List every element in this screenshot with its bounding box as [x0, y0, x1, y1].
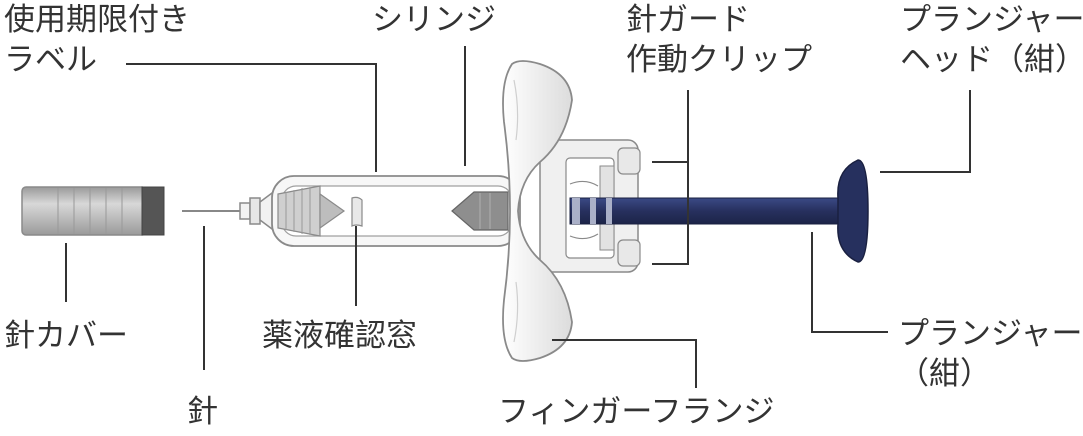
label-drug-window-line-1: 薬液確認窓: [262, 318, 417, 354]
label-needle-cover: 針カバー: [4, 316, 128, 356]
leader-plunger-head: [880, 90, 971, 173]
plunger-rod: [569, 197, 841, 225]
label-finger-flange-line-1: フィンガーフランジ: [498, 394, 775, 430]
label-plunger-rod-line-2: （紺）: [898, 356, 991, 392]
label-plunger-head-line-1: プランジャー: [900, 2, 1083, 38]
label-syringe-line-1: シリンジ: [372, 2, 496, 38]
syringe-barrel: [239, 175, 521, 247]
label-needle: 針: [187, 392, 218, 432]
needle-cover: [21, 186, 165, 236]
label-needle-guard-clip-line-1: 針ガード: [626, 2, 750, 38]
leader-finger-flange: [552, 339, 697, 388]
plunger-head: [837, 159, 869, 263]
leader-lines: [65, 46, 971, 388]
label-expiry-label-line-1: 使用期限付き: [4, 2, 190, 38]
label-expiry-label-line-2: ラベル: [4, 42, 97, 78]
label-plunger-head-line-2: ヘッド（紺）: [900, 42, 1083, 78]
label-plunger-rod-line-1: プランジャー: [898, 316, 1083, 352]
label-finger-flange: フィンガーフランジ: [498, 392, 775, 432]
label-expiry-label: 使用期限付き ラベル: [4, 0, 190, 80]
leader-needle-guard-clip: [652, 90, 689, 265]
label-needle-cover-line-1: 針カバー: [4, 318, 128, 354]
label-needle-line-1: 針: [187, 394, 218, 430]
label-plunger-head: プランジャー ヘッド（紺）: [900, 0, 1083, 80]
finger-flange: [502, 60, 573, 362]
label-needle-guard-clip: 針ガード 作動クリップ: [626, 0, 812, 80]
label-plunger-rod: プランジャー （紺）: [898, 314, 1082, 394]
leader-plunger-rod: [811, 232, 888, 333]
label-drug-window: 薬液確認窓: [262, 316, 417, 356]
leader-expiry-label: [126, 63, 377, 172]
label-needle-guard-clip-line-2: 作動クリップ: [626, 42, 812, 78]
label-syringe: シリンジ: [372, 0, 496, 40]
